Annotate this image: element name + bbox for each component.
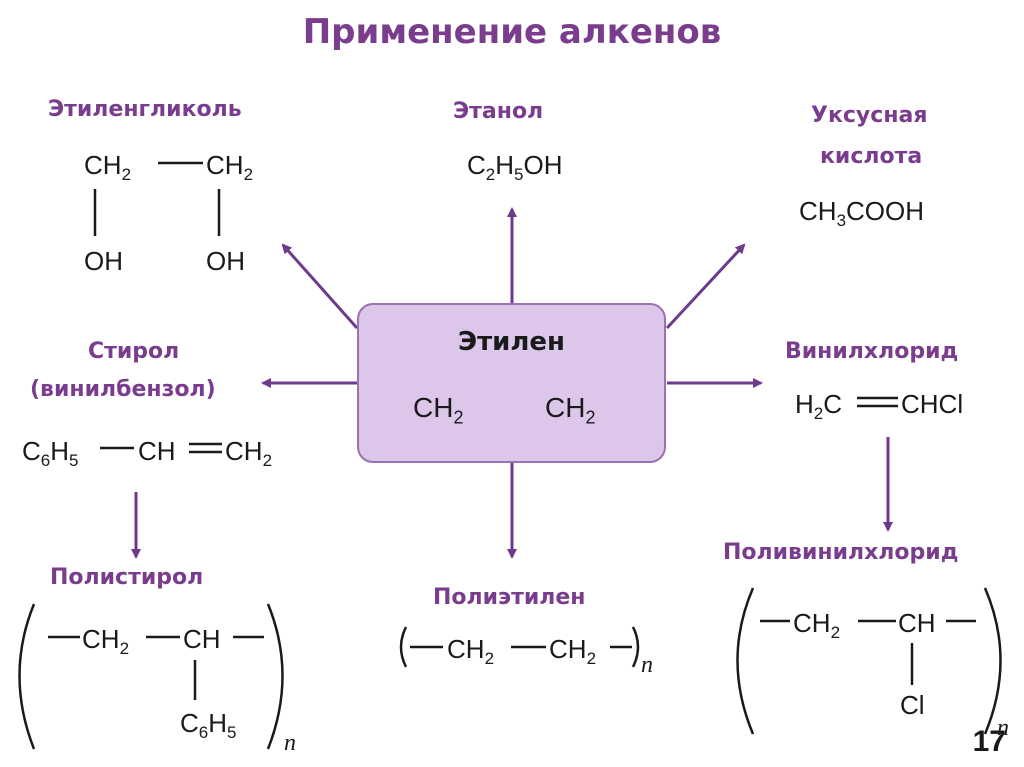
bracket-right: [266, 603, 284, 750]
ethylene-glycol-oh-left: OH: [84, 246, 123, 276]
ethylene-glycol-label: Этиленгликоль: [48, 97, 242, 122]
acetic-acid-label-line2: кислота: [820, 144, 923, 169]
subscript: 2: [119, 639, 130, 659]
bracket-right: [983, 587, 1002, 735]
slide-title: Применение алкенов: [302, 12, 722, 52]
subscript: 5: [514, 165, 524, 185]
formula-text: H: [495, 150, 515, 180]
subscript: 2: [243, 165, 254, 185]
subscript: 2: [484, 649, 495, 669]
styrene-label-line1: Стирол: [88, 339, 180, 364]
bracket-left: [399, 626, 408, 668]
subscript: 6: [40, 451, 51, 471]
vinyl-chloride-label: Винилхлорид: [785, 339, 959, 364]
polyethylene-n: n: [641, 652, 653, 678]
formula-text: CH: [413, 392, 454, 423]
polystyrene-n: n: [284, 730, 296, 756]
polyethylene-label: Полиэтилен: [433, 585, 586, 610]
ethanol-formula: C2H5OH: [467, 150, 563, 185]
bracket-right: [631, 626, 640, 668]
formula-text: CH: [225, 436, 263, 466]
polystyrene-ch2: CH2: [82, 624, 129, 659]
acetic-acid-label-line1: Уксусная: [811, 103, 928, 128]
subscript: 2: [121, 165, 132, 185]
subscript: 2: [586, 649, 597, 669]
pvc-ch2: CH2: [793, 608, 840, 643]
ethylene-glycol-ch2-left: CH2: [84, 150, 131, 185]
formula-text: C: [467, 150, 486, 180]
formula-text: CH: [545, 392, 586, 423]
arrow-to-acetic-acid: [665, 243, 746, 330]
subscript: 2: [813, 404, 824, 424]
ethylene-label: Этилен: [457, 327, 565, 357]
formula-text: CH: [82, 624, 120, 654]
bracket-left: [736, 587, 755, 735]
formula-text: OH: [523, 150, 563, 180]
formula-text: CH: [549, 634, 587, 664]
pvc-ch: CH: [898, 608, 936, 638]
formula-text: COOH: [846, 196, 925, 226]
arrow-to-ethylene-glycol: [281, 243, 359, 329]
styrene-ch2: CH2: [225, 436, 272, 471]
formula-text: C: [180, 708, 199, 738]
pvc-n: n: [997, 715, 1009, 741]
subscript: 2: [262, 451, 273, 471]
subscript: 6: [198, 723, 209, 743]
formula-text: CH: [793, 608, 831, 638]
formula-text: H: [50, 436, 70, 466]
subscript: 5: [227, 723, 237, 743]
ethylene-glycol-ch2-right: CH2: [206, 150, 253, 185]
formula-text: CH: [447, 634, 485, 664]
subscript: 2: [485, 165, 496, 185]
ethylene-formula-right: CH2: [545, 392, 595, 429]
ethylene-formula-left: CH2: [413, 392, 463, 429]
formula-text: H: [208, 708, 228, 738]
polystyrene-ch: CH: [183, 624, 221, 654]
pvc-cl: Cl: [900, 690, 925, 720]
ethanol-label: Этанол: [453, 99, 544, 124]
subscript: 2: [585, 407, 596, 428]
formula-text: CH: [84, 150, 122, 180]
formula-text: CH: [799, 196, 837, 226]
polyethylene-ch2-left: CH2: [447, 634, 494, 669]
polystyrene-c6h5: C6H5: [180, 708, 237, 743]
formula-text: CH: [206, 150, 244, 180]
polyethylene-ch2-right: CH2: [549, 634, 596, 669]
formula-text: C: [823, 389, 843, 419]
subscript: 3: [836, 211, 847, 231]
vinyl-chloride-chcl: CHCl: [901, 389, 964, 419]
ethylene-box: Этилен: [357, 303, 666, 463]
formula-text: C: [22, 436, 41, 466]
styrene-ch: CH: [138, 436, 176, 466]
page-number: 17: [972, 725, 1006, 758]
vinyl-chloride-h2c: H2C: [795, 389, 842, 424]
bracket-left: [18, 603, 36, 750]
subscript: 5: [69, 451, 79, 471]
styrene-label-line2: (винилбензол): [30, 377, 216, 402]
polystyrene-label: Полистирол: [50, 565, 204, 590]
subscript: 2: [830, 623, 841, 643]
pvc-label: Поливинилхлорид: [723, 540, 959, 565]
ethylene-glycol-oh-right: OH: [206, 246, 245, 276]
styrene-c6h5: C6H5: [22, 436, 79, 471]
subscript: 2: [453, 407, 464, 428]
formula-text: H: [795, 389, 814, 419]
acetic-acid-formula: CH3COOH: [799, 196, 924, 231]
